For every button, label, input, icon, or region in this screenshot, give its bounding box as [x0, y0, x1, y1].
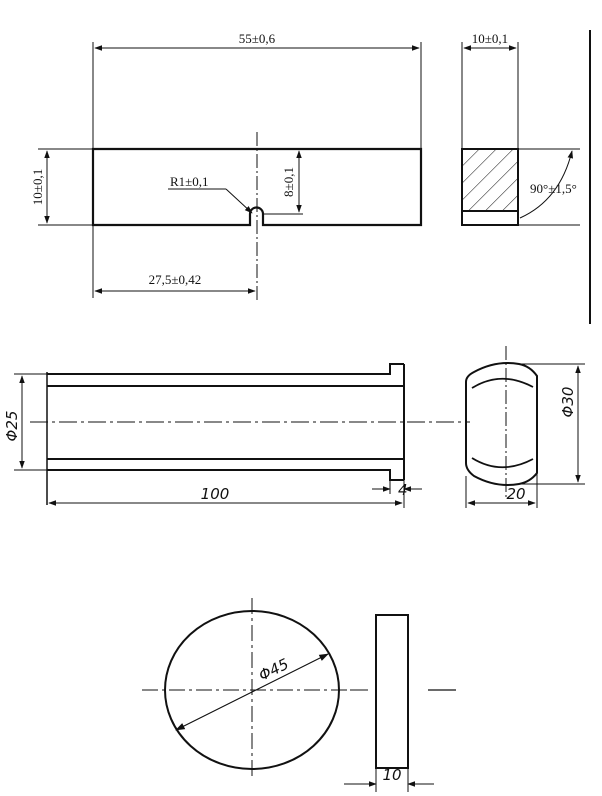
dimension-disc-diameter-label: Φ45 [256, 655, 292, 685]
dimension-length: 55±0,6 [92, 31, 422, 149]
dimension-notch-depth-label: 8±0,1 [281, 167, 296, 197]
disc-face: Φ45 [142, 598, 362, 780]
dimension-length-label: 55±0,6 [239, 31, 276, 46]
dimension-height-label: 10±0,1 [30, 169, 45, 205]
dimension-angle-label: 90°±1,5° [530, 181, 577, 196]
drawing-disc: Φ45 10 [142, 598, 456, 792]
dimension-tube-length: 100 [48, 480, 405, 508]
dimension-notch-depth: 8±0,1 [263, 150, 303, 215]
specimen-cross-section: 10±0,1 [461, 31, 519, 226]
dimension-notch-radius-label: R1±0,1 [170, 174, 209, 189]
dimension-end-diameter: Φ30 [519, 363, 585, 485]
dimension-angle: 90°±1,5° [518, 148, 580, 226]
dimension-notch-radius: R1±0,1 [168, 174, 253, 214]
dimension-height: 10±0,1 [30, 148, 93, 226]
dimension-end-width-label: 20 [506, 485, 525, 503]
dimension-end-width: 20 [465, 473, 538, 508]
dimension-tube-length-label: 100 [201, 485, 230, 503]
tube-end-view [465, 346, 538, 500]
dimension-disc-thickness-label: 10 [382, 766, 401, 784]
dimension-flange-label: 4 [398, 481, 408, 499]
dimension-tube-diameter: Φ25 [3, 373, 47, 471]
specimen-bar [91, 147, 423, 227]
tube-body [46, 363, 405, 505]
dimension-flange: 4 [372, 480, 422, 499]
dimension-end-diameter-label: Φ30 [559, 387, 577, 418]
drawing-notched-specimen: 55±0,6 10±0,1 R1±0,1 8±0,1 27,5±0,42 [30, 30, 591, 324]
dimension-notch-position-label: 27,5±0,42 [149, 272, 202, 287]
dimension-tube-diameter-label: Φ25 [3, 411, 21, 442]
dimension-thickness-label: 10±0,1 [472, 31, 508, 46]
disc-side-view: 10 [344, 614, 456, 792]
drawing-tube: Φ25 100 4 Φ30 [3, 346, 585, 508]
dimension-notch-position: 27,5±0,42 [92, 225, 256, 298]
